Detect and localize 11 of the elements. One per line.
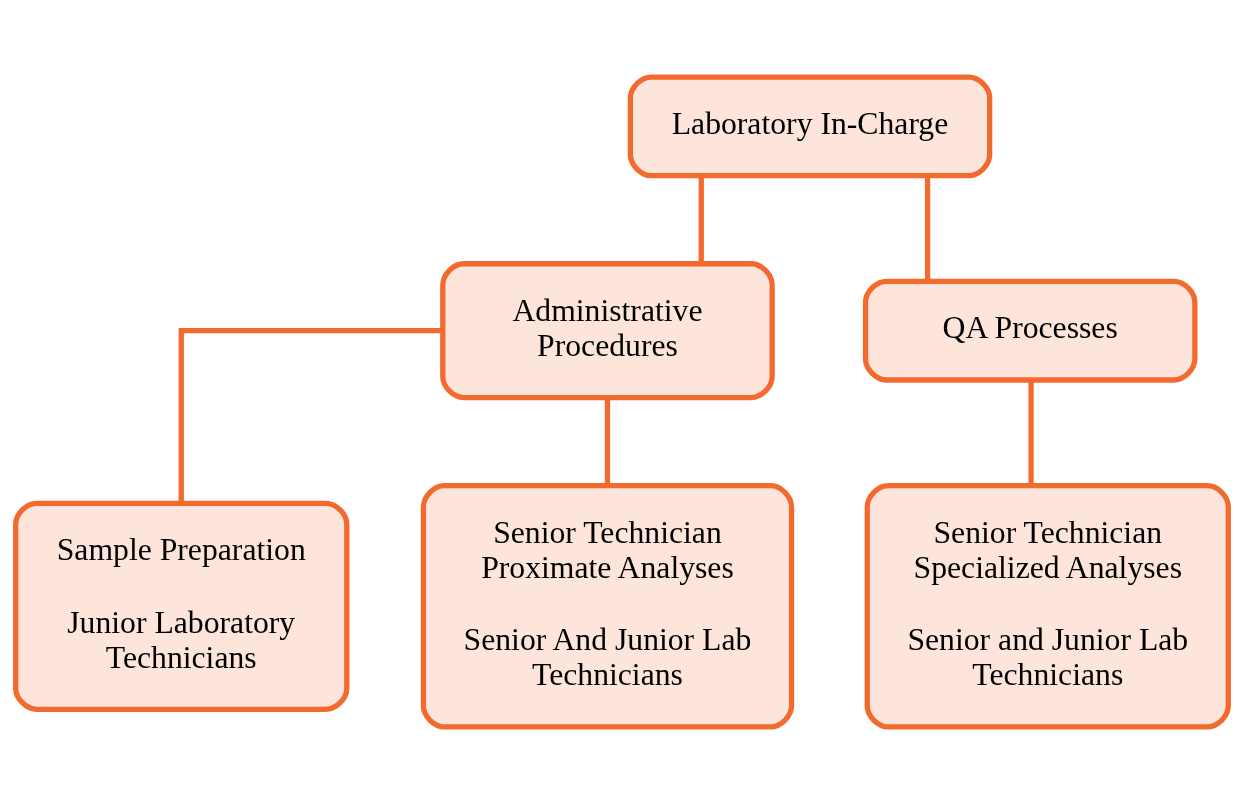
node-box: Senior Technician Specialized Analyses Senior and Junior Lab Technicians (864, 482, 1231, 730)
connector (1028, 380, 1034, 485)
node-box: Sample Preparation Junior Laboratory Technicians (13, 500, 350, 712)
connector (924, 175, 931, 281)
node-box: QA Processes (862, 278, 1198, 383)
connector (604, 397, 611, 485)
connector (698, 175, 704, 263)
node-box: Laboratory In-Charge (627, 73, 993, 178)
connector (178, 327, 443, 503)
node-box: Senior Technician Proximate Analyses Senior And Junior Lab Technicians (420, 482, 795, 730)
node-box: Administrative Procedures (440, 260, 775, 400)
